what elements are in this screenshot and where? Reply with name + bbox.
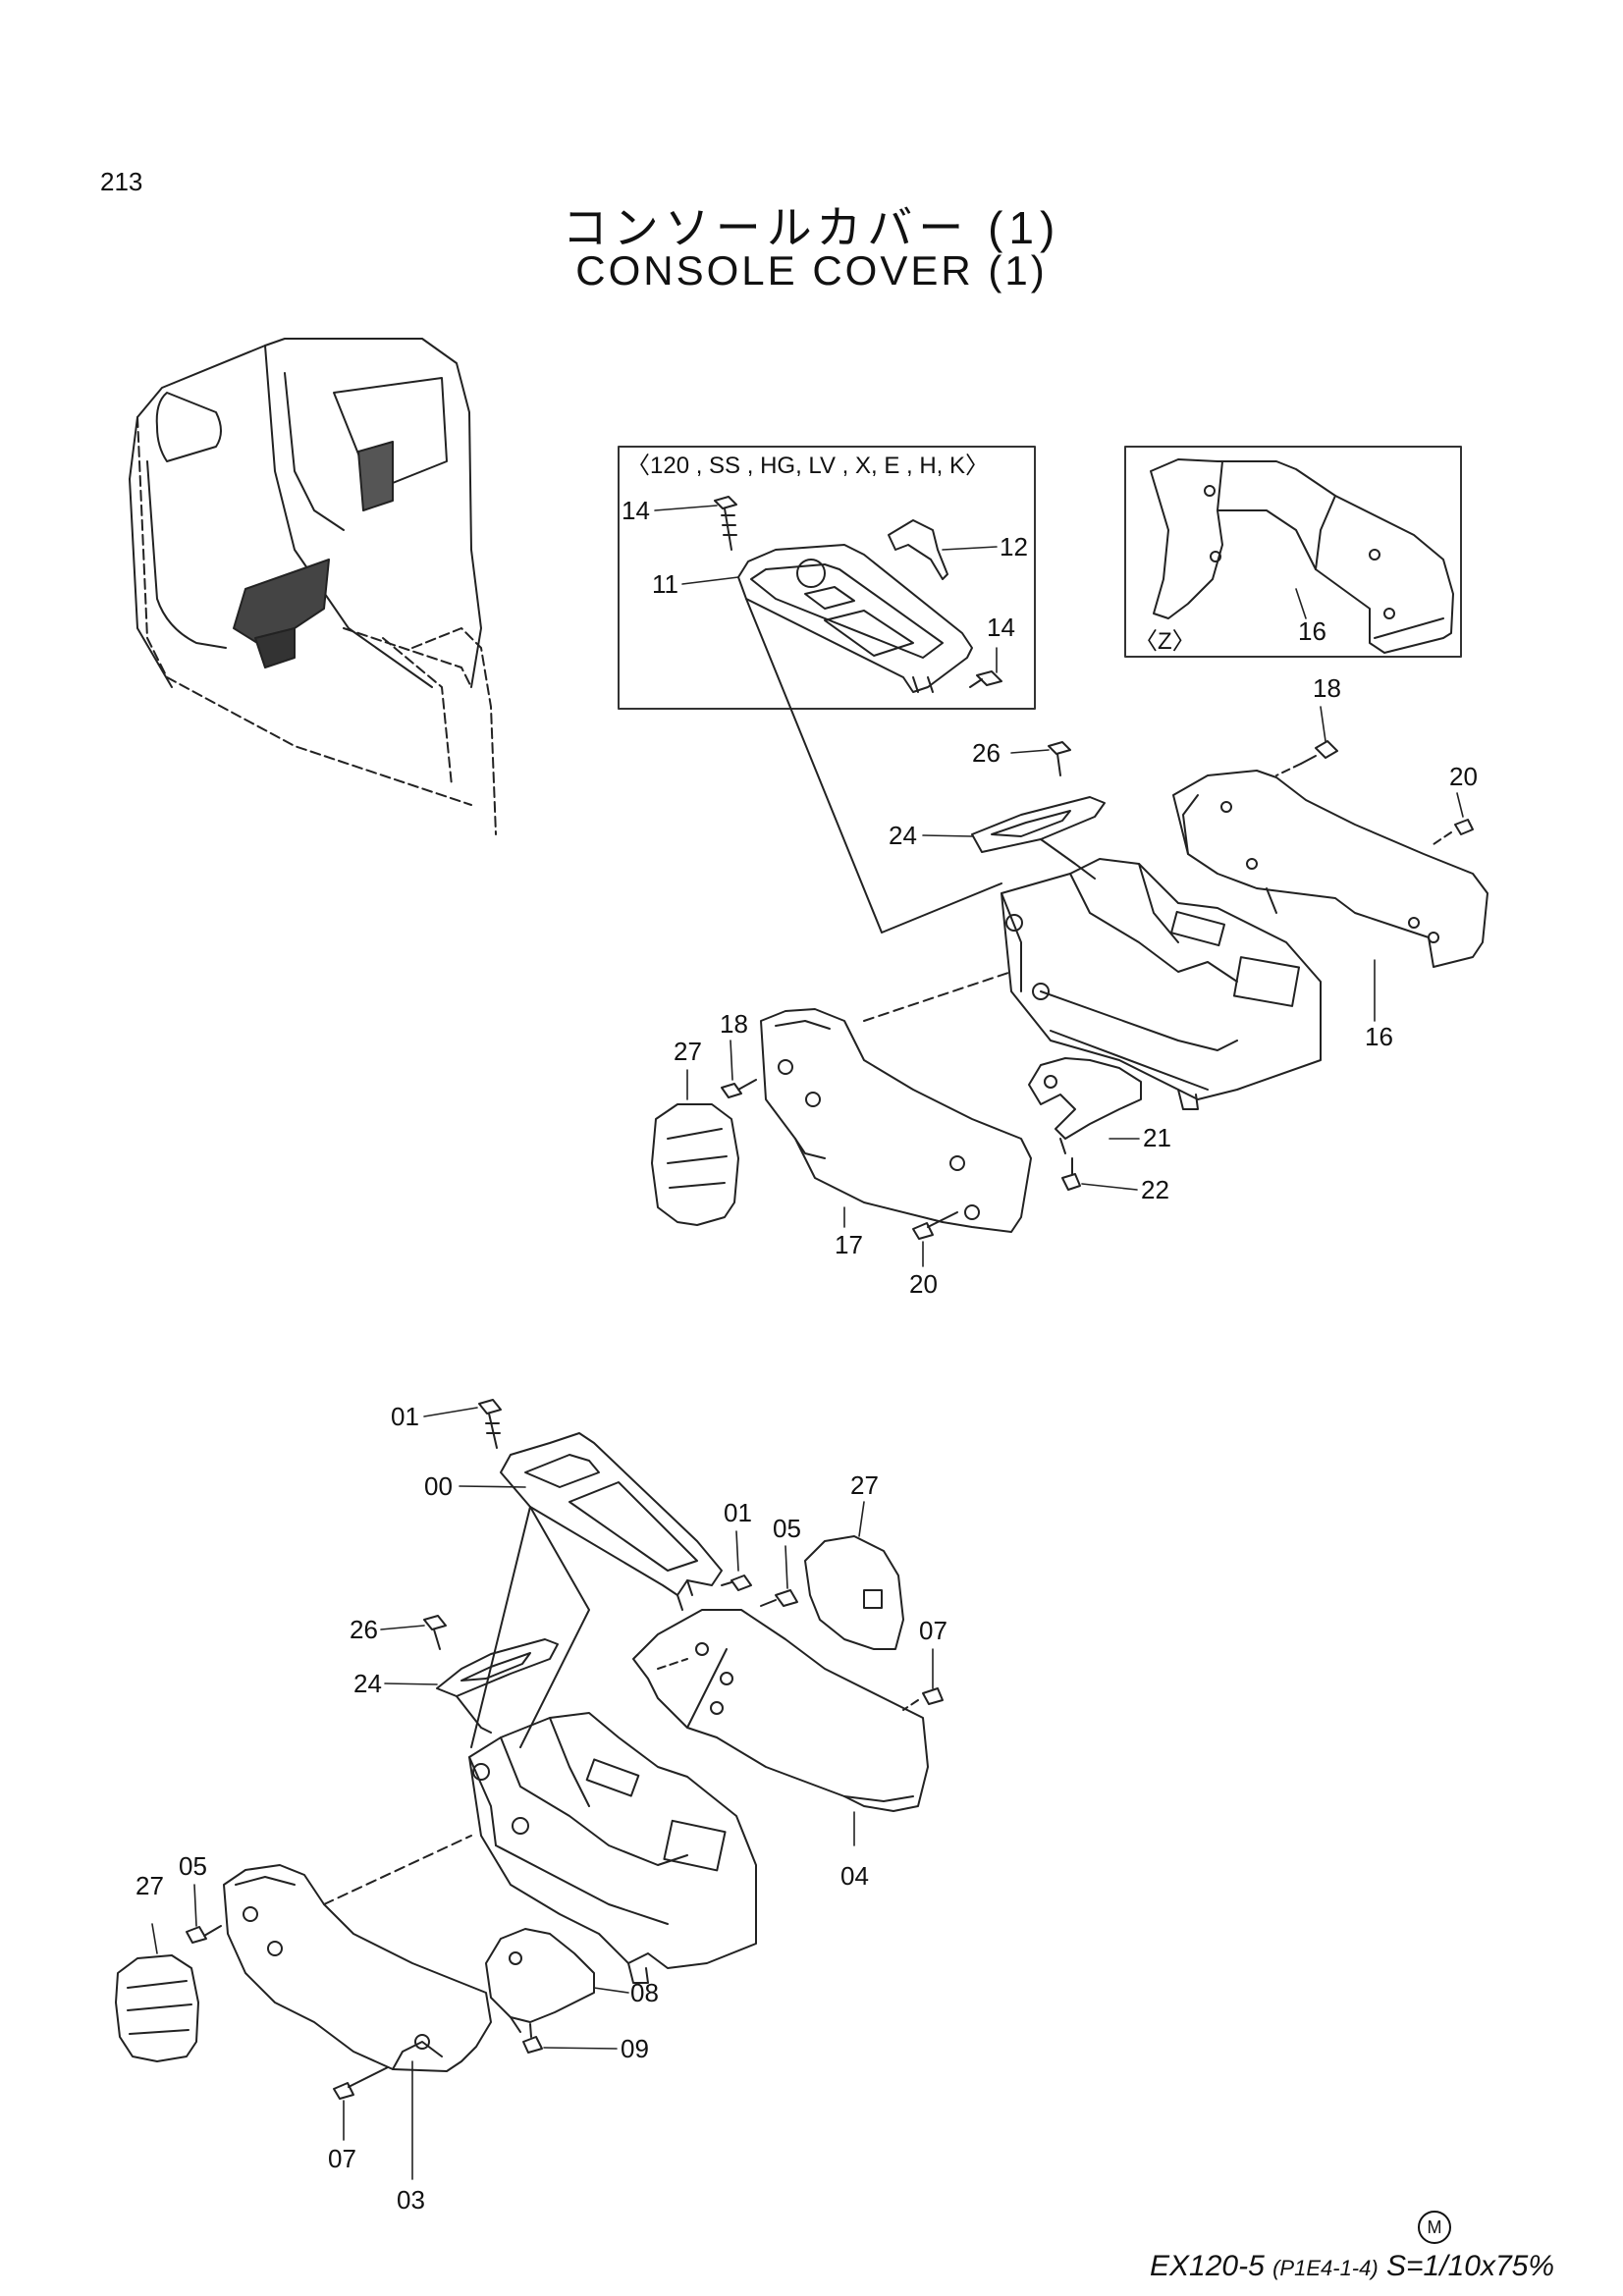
- footer: EX120-5 (P1E4-1-4) S=1/10x75%: [1150, 2250, 1554, 2283]
- callout-00: 00: [424, 1471, 453, 1501]
- callout-05-lower: 05: [179, 1851, 207, 1881]
- callout-01-side: 01: [724, 1498, 752, 1527]
- callout-14-right: 14: [987, 613, 1015, 642]
- callout-01-top: 01: [391, 1402, 419, 1431]
- callout-09: 09: [621, 2034, 649, 2063]
- callout-26-lower: 26: [350, 1615, 378, 1644]
- bolt-01-top: [478, 1399, 502, 1449]
- cab-outline-illustration: [129, 338, 497, 835]
- part-08-bracket: [485, 1928, 595, 2033]
- bolt-01-side: [721, 1575, 752, 1591]
- part-04-cover: [632, 1609, 929, 1812]
- callout-12: 12: [1000, 532, 1028, 561]
- bolt-07-lower: [333, 2066, 389, 2100]
- part-27-cap-lower-right: [804, 1535, 904, 1650]
- callout-11: 11: [652, 569, 678, 599]
- bolt-07-right: [902, 1687, 944, 1711]
- callout-07-right: 07: [919, 1616, 947, 1645]
- callout-05-upper: 05: [773, 1514, 801, 1543]
- part-00-console-top: [500, 1432, 723, 1611]
- title-english: CONSOLE COVER (1): [575, 247, 1048, 294]
- callout-08: 08: [630, 1978, 659, 2007]
- footer-scale: S=1/10x75%: [1386, 2250, 1554, 2282]
- bolt-14-top: [714, 496, 737, 551]
- bolt-20-upper: [1433, 819, 1474, 845]
- bolt-05-lower: [186, 1925, 222, 1944]
- callout-21: 21: [1143, 1123, 1171, 1152]
- callout-03: 03: [397, 2185, 425, 2215]
- bolt-22: [1061, 1157, 1081, 1191]
- part-27-cap-lower-left: [115, 1954, 199, 2062]
- bolt-09: [522, 2023, 543, 2054]
- console-body-upper: [1001, 858, 1322, 1110]
- callout-20-upper: 20: [1449, 762, 1478, 791]
- console-body-lower: [468, 1712, 757, 1984]
- m-mark: M: [1418, 2211, 1451, 2244]
- callout-24-lower: 24: [353, 1669, 382, 1698]
- callout-16-z: 16: [1298, 616, 1326, 646]
- bolt-05-upper: [760, 1589, 798, 1607]
- callout-20-lower: 20: [909, 1269, 938, 1299]
- callout-04: 04: [840, 1861, 869, 1891]
- callout-14-top: 14: [622, 496, 650, 525]
- callout-26-upper: 26: [972, 738, 1001, 768]
- callout-24-upper: 24: [889, 821, 917, 850]
- bracket-12: [888, 519, 948, 580]
- page-number: 213: [100, 167, 143, 196]
- part-03-cover: [223, 1864, 492, 2072]
- part-16-cover: [1172, 770, 1488, 968]
- bolt-18-upper: [1275, 740, 1338, 776]
- variant-box-caption-left: 〈120 , SS , HG, LV , X, E , H, K〉: [626, 453, 989, 479]
- footer-model: EX120-5: [1150, 2250, 1265, 2282]
- part-24-plate-lower: [436, 1638, 559, 1734]
- part-21-bracket: [1028, 1057, 1142, 1154]
- callout-18-lower: 18: [720, 1009, 748, 1039]
- bolt-18-lower: [721, 1079, 757, 1098]
- bolt-26-upper: [1048, 741, 1071, 776]
- variant-box-caption-right: 〈Z〉: [1134, 628, 1196, 655]
- callout-07-lower: 07: [328, 2144, 356, 2173]
- bolt-14-right: [969, 670, 1002, 688]
- callout-16: 16: [1365, 1022, 1393, 1051]
- title-japanese: コンソールカバー (1): [562, 202, 1061, 253]
- callout-27-lower-left: 27: [135, 1871, 164, 1900]
- part-11-console-top: [737, 544, 973, 693]
- footer-ref: (P1E4-1-4): [1272, 2256, 1379, 2280]
- part-24-plate: [971, 796, 1106, 880]
- callout-17: 17: [835, 1230, 863, 1259]
- bolt-20-lower: [912, 1211, 958, 1240]
- callout-22: 22: [1141, 1175, 1169, 1204]
- part-27-cap-upper: [651, 1103, 739, 1226]
- part-17-cover: [760, 1008, 1032, 1233]
- bolt-26-lower: [423, 1615, 447, 1650]
- callout-18-upper: 18: [1313, 673, 1341, 703]
- callout-27-upper: 27: [674, 1037, 702, 1066]
- callout-27-lower-right: 27: [850, 1470, 879, 1500]
- part-16-cover-z: [1150, 458, 1454, 654]
